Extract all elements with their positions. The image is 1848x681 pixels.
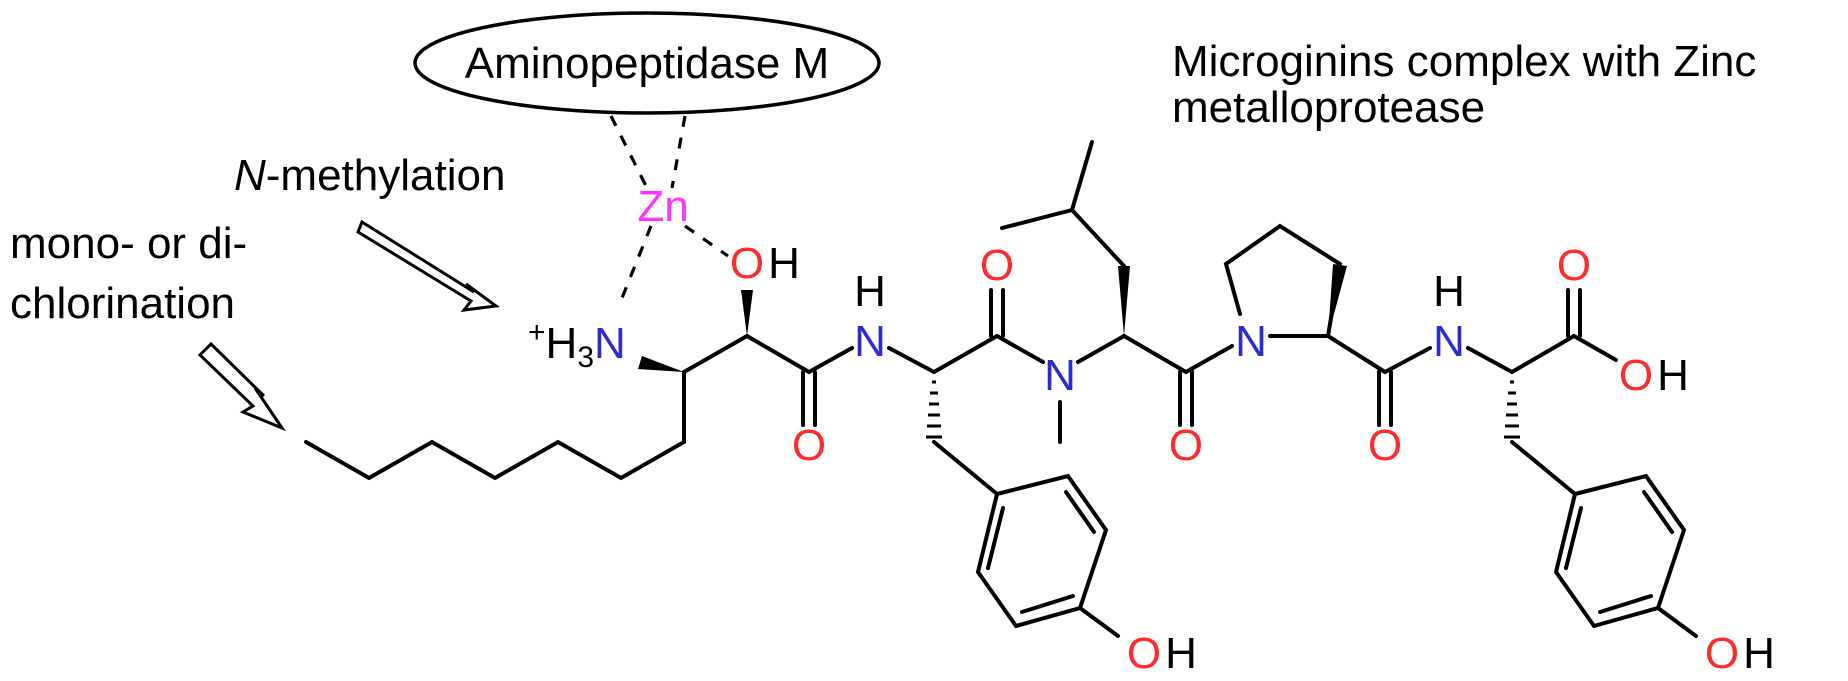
carbonyl-4-oxygen: O [1368, 421, 1402, 470]
acid-hydroxyl-hydrogen: H [1657, 351, 1689, 400]
phenol-1-oxygen: O [1127, 629, 1161, 676]
ring-1-inner-a [986, 506, 1005, 570]
ammonium-group: +H3N [528, 316, 626, 374]
bond-pro-c [1326, 334, 1387, 374]
ring-2-inner-c [1598, 594, 1653, 614]
proline-nitrogen: N [1235, 317, 1267, 366]
amide-2-nitrogen: N [1433, 317, 1465, 366]
chlorination-line-2: chlorination [10, 279, 235, 328]
ring-2-inner-a [1564, 506, 1583, 570]
leu-ch-me2 [1000, 208, 1074, 230]
ring-1-inner-b [1064, 490, 1096, 534]
ammonium-charge: + [528, 316, 546, 349]
carboxyl-oxygen: O [1557, 241, 1591, 290]
title-line-2: metalloprotease [1172, 83, 1485, 132]
alkyl-chain [304, 370, 686, 481]
bond-c-npro [1184, 344, 1234, 374]
ammonium-nitrogen: N [594, 319, 626, 368]
hash-tyr2 [1504, 380, 1520, 439]
zinc-atom: Zn [637, 182, 688, 231]
ammonium-hydrogen: H [546, 319, 578, 368]
bond-c-n2 [1383, 346, 1432, 374]
amide-1-hydrogen: H [854, 267, 886, 316]
ring-2-inner-b [1642, 490, 1674, 534]
bond-c3-c2 [682, 334, 749, 374]
enzyme-label: Aminopeptidase M [465, 39, 829, 88]
hydroxyl-oxygen: O [730, 239, 764, 288]
bond-n2-tyr2 [1466, 346, 1514, 374]
bond-tyr1-ch2 [932, 440, 999, 496]
phenyl-ring-2 [1553, 473, 1687, 629]
carbonyl-2-oxygen: O [980, 241, 1014, 290]
methylation-label: N-methylation [234, 151, 505, 200]
enzyme-ellipse [413, 11, 881, 115]
bond-n1-tyr1 [887, 346, 936, 374]
methylation-arrow [356, 219, 500, 312]
hydroxyl-group: O H [730, 239, 800, 288]
leu-ch-me1 [1070, 140, 1094, 212]
amide-2-hydrogen: H [1433, 267, 1465, 316]
zn-hydroxyl-dash [684, 224, 729, 258]
chlorination-arrow [197, 341, 287, 432]
hash-tyr1 [926, 380, 942, 439]
carbonyl-1-oxygen: O [792, 421, 826, 470]
bond-c-nme [995, 334, 1045, 364]
hydroxyl-hydrogen: H [768, 239, 800, 288]
methylation-prefix: N [234, 151, 266, 200]
chlorination-line-1: mono- or di- [10, 219, 247, 268]
wedge-leu [1118, 266, 1130, 336]
bond-tyr1-c [932, 334, 999, 374]
amide-1-nitrogen: N [854, 317, 886, 366]
phenol-1-hydrogen: H [1165, 629, 1197, 676]
phenyl-ring-1 [975, 473, 1109, 629]
wedge-amine [638, 356, 684, 372]
wedge-hydroxyl [741, 290, 753, 336]
ammonium-subscript: 3 [577, 341, 594, 374]
bond-ring1-oh [1078, 606, 1120, 638]
phenol-2-oxygen: O [1705, 629, 1739, 676]
bond-c2-c1 [745, 334, 811, 374]
leu-ch2-ch [1070, 208, 1126, 268]
carboxyl-c-oh [1572, 334, 1618, 362]
bond-tyr2-cooh [1510, 334, 1576, 374]
phenol-2-hydrogen: H [1743, 629, 1775, 676]
bond-c1-n1 [807, 346, 854, 374]
n-methyl-nitrogen: N [1044, 351, 1076, 400]
methylation-rest: -methylation [266, 151, 506, 200]
acid-hydroxyl-oxygen: O [1619, 351, 1653, 400]
skeleton-bonds [304, 140, 1698, 638]
title-line-1: Microginins complex with Zinc [1172, 37, 1756, 86]
zn-enzyme-dash-1 [609, 115, 650, 191]
bond-ring2-oh [1656, 606, 1698, 638]
wedge-proline [1328, 264, 1347, 336]
carbonyl-3-oxygen: O [1169, 421, 1203, 470]
bond-leu-c [1122, 334, 1188, 374]
bond-tyr2-ch2 [1510, 440, 1577, 496]
ring-1-inner-c [1020, 594, 1075, 614]
zn-amine-dash [620, 225, 653, 299]
bond-nme-leu [1076, 334, 1126, 364]
zn-enzyme-dash-2 [670, 115, 687, 189]
